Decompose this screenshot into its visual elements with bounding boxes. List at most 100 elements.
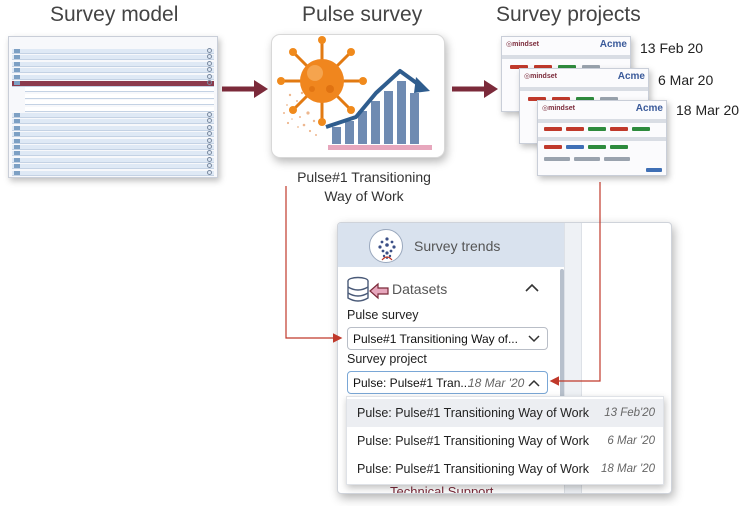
dropdown-option[interactable]: Pulse: Pulse#1 Transitioning Way of Work…	[347, 455, 663, 483]
status-badge	[544, 145, 562, 149]
pulse-survey-heading: Pulse survey	[302, 3, 423, 26]
connector-pulse-to-select	[285, 186, 343, 343]
section-bar	[520, 87, 648, 91]
status-badge	[588, 145, 606, 149]
status-badge	[510, 65, 528, 69]
option-label: Pulse: Pulse#1 Transitioning Way of Work	[357, 434, 590, 448]
dropdown-option[interactable]: Pulse: Pulse#1 Transitioning Way of Work…	[347, 399, 663, 427]
flow-arrow-model-to-pulse	[222, 80, 268, 98]
brand-logo: Acme	[635, 103, 663, 114]
status-badge	[552, 97, 570, 101]
row-checkbox	[14, 81, 20, 85]
project-date-label: 13 Feb 20	[640, 40, 704, 56]
project-date-label: 18 Mar 20	[676, 102, 740, 118]
model-row	[12, 163, 214, 170]
obscured-menu-item: Technical Support	[390, 484, 494, 494]
survey-trends-panel: Survey trends Datasets Pulse survey Puls…	[337, 222, 672, 494]
model-row	[12, 124, 214, 131]
pulse-survey-card	[271, 34, 445, 158]
survey-project-select[interactable]: Pulse: Pulse#1 Tran... 18 Mar '20	[347, 371, 548, 394]
model-row	[12, 131, 214, 138]
survey-project-date: 18 Mar '20	[468, 376, 525, 390]
brand-logo: ◎mindset	[542, 105, 575, 112]
model-row	[25, 93, 214, 99]
model-row	[12, 54, 214, 61]
model-row	[12, 156, 214, 163]
status-badge	[610, 127, 628, 131]
row-action-icon	[207, 48, 212, 53]
model-row	[25, 106, 214, 112]
status-badge	[588, 127, 606, 131]
status-badge	[576, 97, 594, 101]
model-row	[12, 112, 214, 118]
row-action-icon	[207, 73, 212, 79]
status-badge	[646, 168, 662, 172]
pulse-survey-select[interactable]: Pulse#1 Transitioning Way of...	[347, 327, 548, 350]
status-badge	[558, 65, 576, 69]
brand-logo: Acme	[617, 71, 645, 82]
row-checkbox	[14, 164, 20, 169]
row-checkbox	[14, 170, 20, 175]
survey-model-heading: Survey model	[50, 3, 179, 26]
row-checkbox	[14, 61, 20, 66]
survey-model-thumbnail	[8, 36, 218, 178]
survey-trends-icon	[369, 229, 403, 263]
row-action-icon	[207, 112, 212, 117]
model-row	[12, 48, 214, 54]
status-badge	[566, 127, 584, 131]
row-checkbox	[14, 145, 20, 149]
pulse-survey-value: Pulse#1 Transitioning Way of...	[353, 332, 518, 346]
status-badge	[574, 157, 600, 161]
row-checkbox	[14, 125, 20, 130]
dropdown-option[interactable]: Pulse: Pulse#1 Transitioning Way of Work…	[347, 427, 663, 455]
row-checkbox	[14, 74, 20, 79]
option-date: 18 Mar '20	[601, 463, 655, 475]
row-action-icon	[207, 118, 212, 124]
survey-project-label: Survey project	[347, 352, 427, 366]
row-checkbox	[14, 151, 20, 156]
section-bar	[538, 119, 666, 123]
brand-logo: ◎mindset	[506, 41, 539, 48]
row-action-icon	[207, 54, 212, 60]
row-action-icon	[207, 156, 212, 162]
pulse-survey-illustration	[277, 36, 432, 150]
model-row	[12, 137, 214, 144]
model-row	[12, 67, 214, 74]
row-action-icon	[207, 163, 212, 169]
status-badge	[544, 157, 570, 161]
model-row	[12, 80, 214, 87]
model-row	[12, 144, 214, 150]
row-checkbox	[14, 113, 20, 117]
database-icon	[346, 276, 390, 306]
survey-project-value: Pulse: Pulse#1 Tran...	[353, 376, 471, 390]
row-action-icon	[207, 80, 212, 85]
status-badge	[544, 127, 562, 131]
pulse-survey-caption: Pulse#1 Transitioning Way of Work	[297, 169, 431, 204]
row-action-icon	[207, 124, 212, 130]
brand-logo: Acme	[599, 39, 627, 50]
row-action-icon	[207, 131, 212, 137]
row-checkbox	[14, 55, 20, 60]
flow-arrow-pulse-to-projects	[452, 80, 498, 98]
status-badge	[528, 97, 546, 101]
status-badge	[632, 127, 650, 131]
brand-logo: ◎mindset	[524, 73, 557, 80]
status-badge	[600, 97, 618, 101]
option-label: Pulse: Pulse#1 Transitioning Way of Work	[357, 462, 590, 476]
model-row	[25, 87, 214, 93]
option-date: 13 Feb'20	[604, 407, 655, 419]
model-row	[12, 169, 214, 176]
status-badge	[610, 145, 628, 149]
model-row	[25, 100, 214, 106]
survey-project-dropdown: Pulse: Pulse#1 Transitioning Way of Work…	[346, 396, 664, 485]
pulse-survey-label: Pulse survey	[347, 308, 419, 322]
chevron-up-icon[interactable]	[524, 281, 540, 295]
status-badge	[534, 65, 552, 69]
chevron-down-icon	[528, 335, 540, 343]
row-action-icon	[207, 137, 212, 143]
option-label: Pulse: Pulse#1 Transitioning Way of Work	[357, 406, 590, 420]
row-action-icon	[207, 67, 212, 73]
chevron-up-icon	[528, 379, 540, 387]
model-row	[12, 118, 214, 125]
section-bar	[502, 55, 630, 59]
